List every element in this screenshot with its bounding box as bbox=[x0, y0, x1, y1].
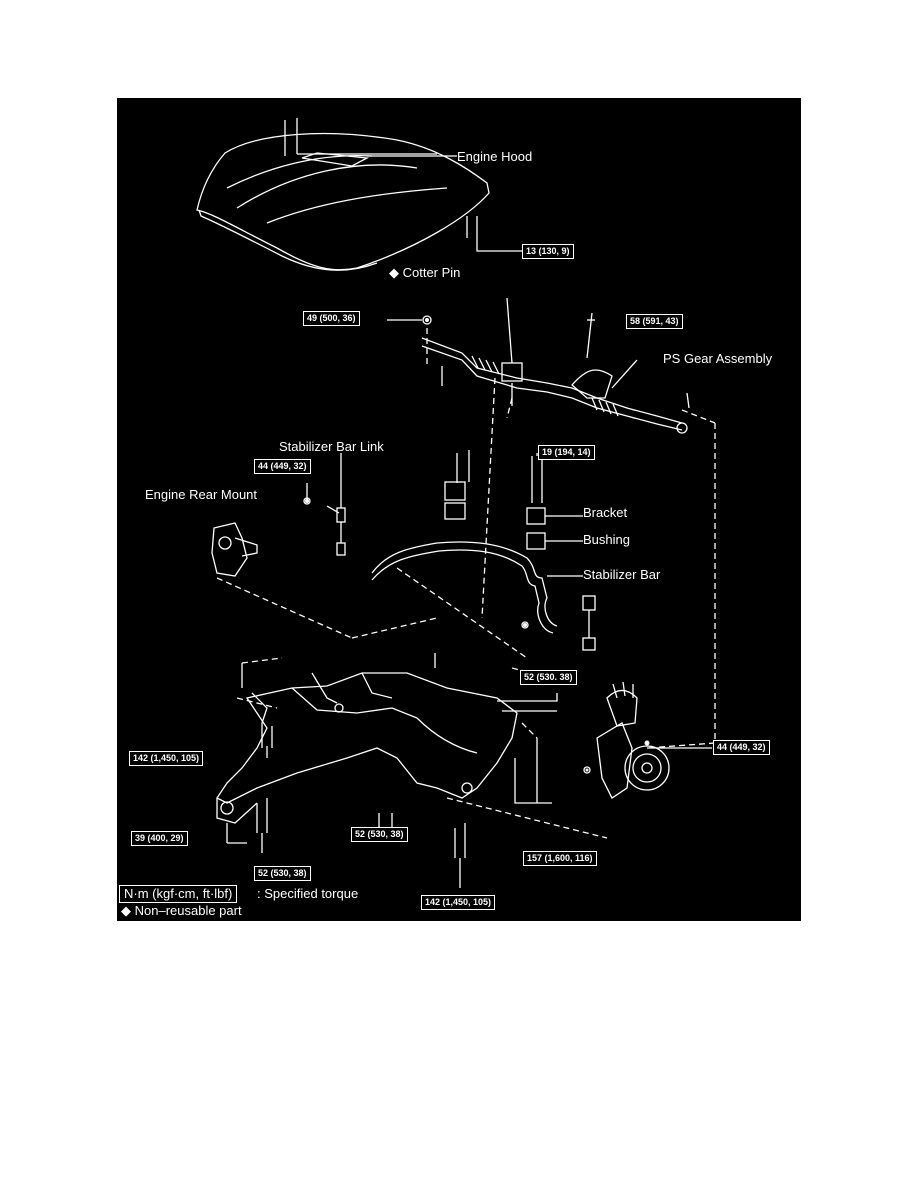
torque-member-bottom-right: 142 (1,450, 105) bbox=[421, 895, 496, 910]
torque-link-nut: 44 (449, 32) bbox=[254, 459, 311, 474]
stabilizer-link-drawing bbox=[303, 497, 346, 556]
torque-member-right: 157 (1,600, 116) bbox=[523, 851, 597, 866]
label-bracket: Bracket bbox=[583, 505, 628, 520]
nonreusable-diamond-icon: ◆ bbox=[389, 265, 403, 280]
label-leaders bbox=[227, 155, 712, 888]
engine-hood-drawing bbox=[196, 132, 490, 271]
engine-rear-mount-drawing bbox=[211, 522, 258, 577]
torque-member-center: 52 (530, 38) bbox=[351, 827, 408, 842]
suspension-member-drawing bbox=[216, 672, 518, 824]
hood-bolts bbox=[284, 118, 522, 252]
label-engine-hood: Engine Hood bbox=[457, 149, 533, 164]
right-stabilizer-link-drawing bbox=[521, 595, 596, 651]
label-cotter-pin-text: Cotter Pin bbox=[402, 265, 461, 280]
label-cotter-pin: ◆ Cotter Pin bbox=[389, 265, 460, 280]
legend-unit-box: N·m (kgf·cm, ft·lbf) bbox=[119, 885, 238, 903]
steering-knuckle-drawing bbox=[583, 681, 670, 799]
torque-member-bottom: 52 (530, 38) bbox=[254, 866, 311, 881]
torque-member-bottom-left: 39 (400, 29) bbox=[131, 831, 188, 846]
legend-nonreusable-text: Non–reusable part bbox=[134, 903, 242, 918]
torque-bracket-bolt: 19 (194, 14) bbox=[538, 445, 595, 460]
assembly-dashed-lines bbox=[216, 328, 716, 839]
label-stabilizer-bar: Stabilizer Bar bbox=[583, 567, 661, 582]
label-engine-rear-mount: Engine Rear Mount bbox=[145, 487, 258, 502]
exploded-parts-diagram: Engine Hood ◆ Cotter Pin PS Gear Assembl… bbox=[117, 98, 801, 921]
bracket-bushing-drawing bbox=[526, 456, 546, 550]
torque-member-upper-right: 52 (530. 38) bbox=[520, 670, 577, 685]
parts-artwork bbox=[196, 118, 716, 888]
label-stabilizer-bar-link: Stabilizer Bar Link bbox=[279, 439, 384, 454]
label-bushing: Bushing bbox=[583, 532, 630, 547]
legend-unit-text: : Specified torque bbox=[257, 886, 359, 901]
torque-hood: 13 (130, 9) bbox=[522, 244, 574, 259]
torque-gear-bolt: 58 (591, 43) bbox=[626, 314, 683, 329]
torque-tie-rod-nut: 49 (500, 36) bbox=[303, 311, 360, 326]
nonreusable-diamond-icon: ◆ bbox=[121, 903, 131, 918]
fastener-symbols bbox=[305, 318, 650, 772]
label-ps-gear-assembly: PS Gear Assembly bbox=[663, 351, 773, 366]
legend-nonreusable: ◆ Non–reusable part bbox=[121, 903, 242, 918]
torque-member-left: 142 (1,450, 105) bbox=[129, 751, 204, 766]
stabilizer-bar-drawing bbox=[371, 450, 558, 634]
torque-knuckle-nut: 44 (449, 32) bbox=[713, 740, 770, 755]
